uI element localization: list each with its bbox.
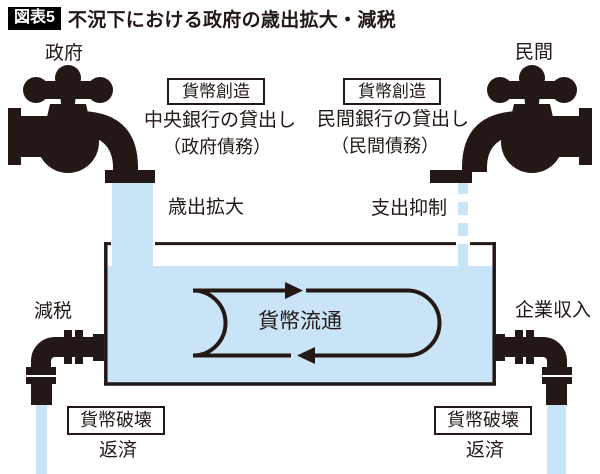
page-title: 不況下における政府の歳出拡大・減税 — [67, 10, 397, 31]
tax-drain-pipe-icon — [26, 330, 104, 405]
spending-restraint-label: 支出抑制 — [370, 198, 447, 219]
header: 図表5 不況下における政府の歳出拡大・減税 — [8, 5, 396, 32]
repayment-label-right: 返済 — [465, 440, 504, 461]
government-debt-label: （政府債務） — [163, 137, 271, 157]
private-faucet-icon — [430, 65, 592, 183]
repayment-label-left: 返済 — [98, 440, 137, 461]
government-label: 政府 — [44, 43, 83, 64]
spending-expansion-label: 歳出拡大 — [167, 197, 244, 218]
tax-cut-label: 減税 — [33, 301, 72, 322]
money-creation-box-right: 貨幣創造 — [343, 78, 441, 105]
corporate-income-label: 企業収入 — [514, 300, 591, 321]
money-destruction-box-left: 貨幣破壊 — [67, 406, 165, 435]
circulation-loop-icon — [192, 282, 442, 364]
money-creation-box-left: 貨幣創造 — [167, 78, 265, 105]
arrow-left-icon — [297, 347, 315, 364]
repayment-stream — [547, 404, 566, 474]
private-label: 民間 — [514, 42, 553, 63]
government-faucet-icon — [8, 65, 155, 183]
arrow-right-icon — [285, 282, 303, 299]
tub-water — [106, 266, 494, 384]
tub-basin — [104, 242, 496, 386]
central-bank-lending-label: 中央銀行の貸出し — [143, 110, 296, 131]
money-circulation-label: 貨幣流通 — [258, 310, 342, 333]
private-bank-lending-label: 民間銀行の貸出し — [316, 109, 469, 130]
money-destruction-box-right: 貨幣破壊 — [434, 406, 532, 435]
tax-cut-stream — [36, 404, 47, 474]
repayment-drain-pipe-icon — [494, 330, 572, 405]
private-spending-stream — [458, 181, 468, 270]
private-debt-label: （民間債務） — [331, 136, 439, 156]
government-spending-stream — [112, 178, 153, 270]
figure-number-tag: 図表5 — [8, 7, 61, 30]
